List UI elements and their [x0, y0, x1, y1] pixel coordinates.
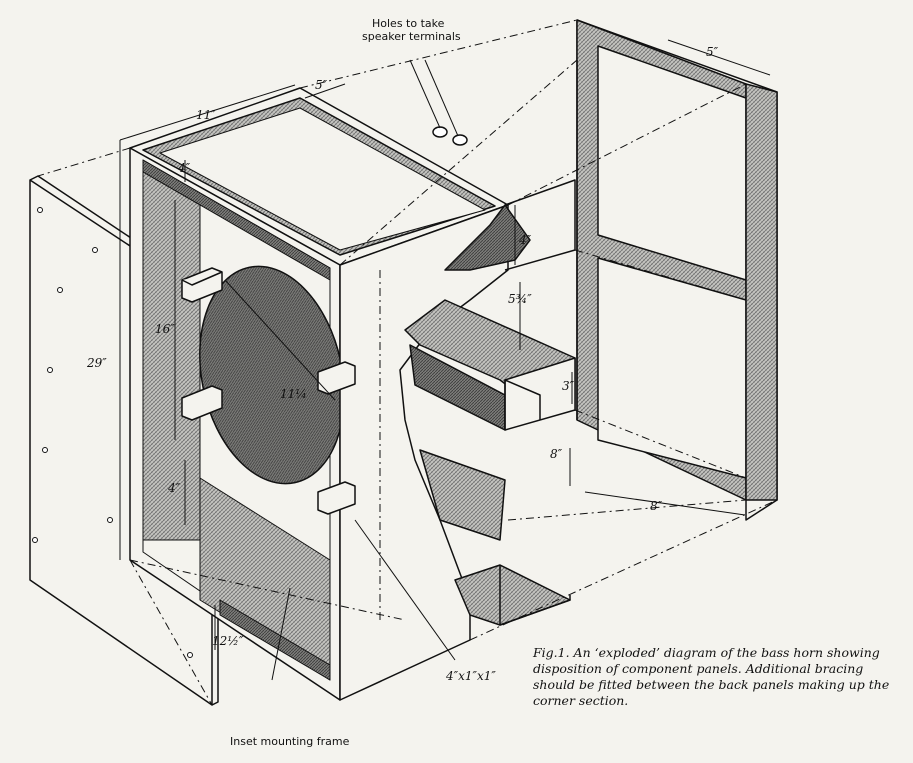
inset-frame-label: Inset mounting frame — [230, 735, 350, 748]
figure-caption: Fig.1. An ‘exploded’ diagram of the bass… — [533, 645, 890, 708]
dim-12-half: 12½″ — [212, 634, 244, 648]
dim-4-top: 4″ — [177, 161, 191, 175]
dim-16: 16″ — [155, 322, 175, 336]
dim-29: 29″ — [86, 356, 107, 370]
dim-3: 3″ — [562, 379, 575, 393]
dim-5-right: 5″ — [706, 45, 719, 59]
holes-note-2: speaker terminals — [362, 30, 461, 43]
dim-4-bottom: 4″ — [167, 481, 181, 495]
bracing-blocks — [181, 267, 356, 515]
block-size-label: 4″x1″x1″ — [445, 669, 496, 683]
terminal-holes — [432, 126, 468, 146]
dim-5-top: 5″ — [315, 78, 328, 92]
assembly-lines — [37, 19, 778, 706]
labels: Holes to take speaker terminals 11″ 5″ 5… — [86, 17, 719, 748]
dim-11: 11″ — [196, 108, 216, 122]
dim-8-vertical: 8″ — [550, 447, 563, 461]
dim-11-quarter: 11¼ — [280, 387, 307, 401]
dimension-lines — [119, 39, 771, 681]
dim-4-horn: 4″ — [518, 233, 532, 247]
horn-cutaway — [404, 179, 576, 626]
holes-note: Holes to take — [372, 17, 445, 30]
dim-5-three-quarter: 5¾″ — [508, 292, 532, 306]
dim-8-horizontal: 8″ — [650, 499, 663, 513]
back-corner-panels — [576, 19, 778, 521]
